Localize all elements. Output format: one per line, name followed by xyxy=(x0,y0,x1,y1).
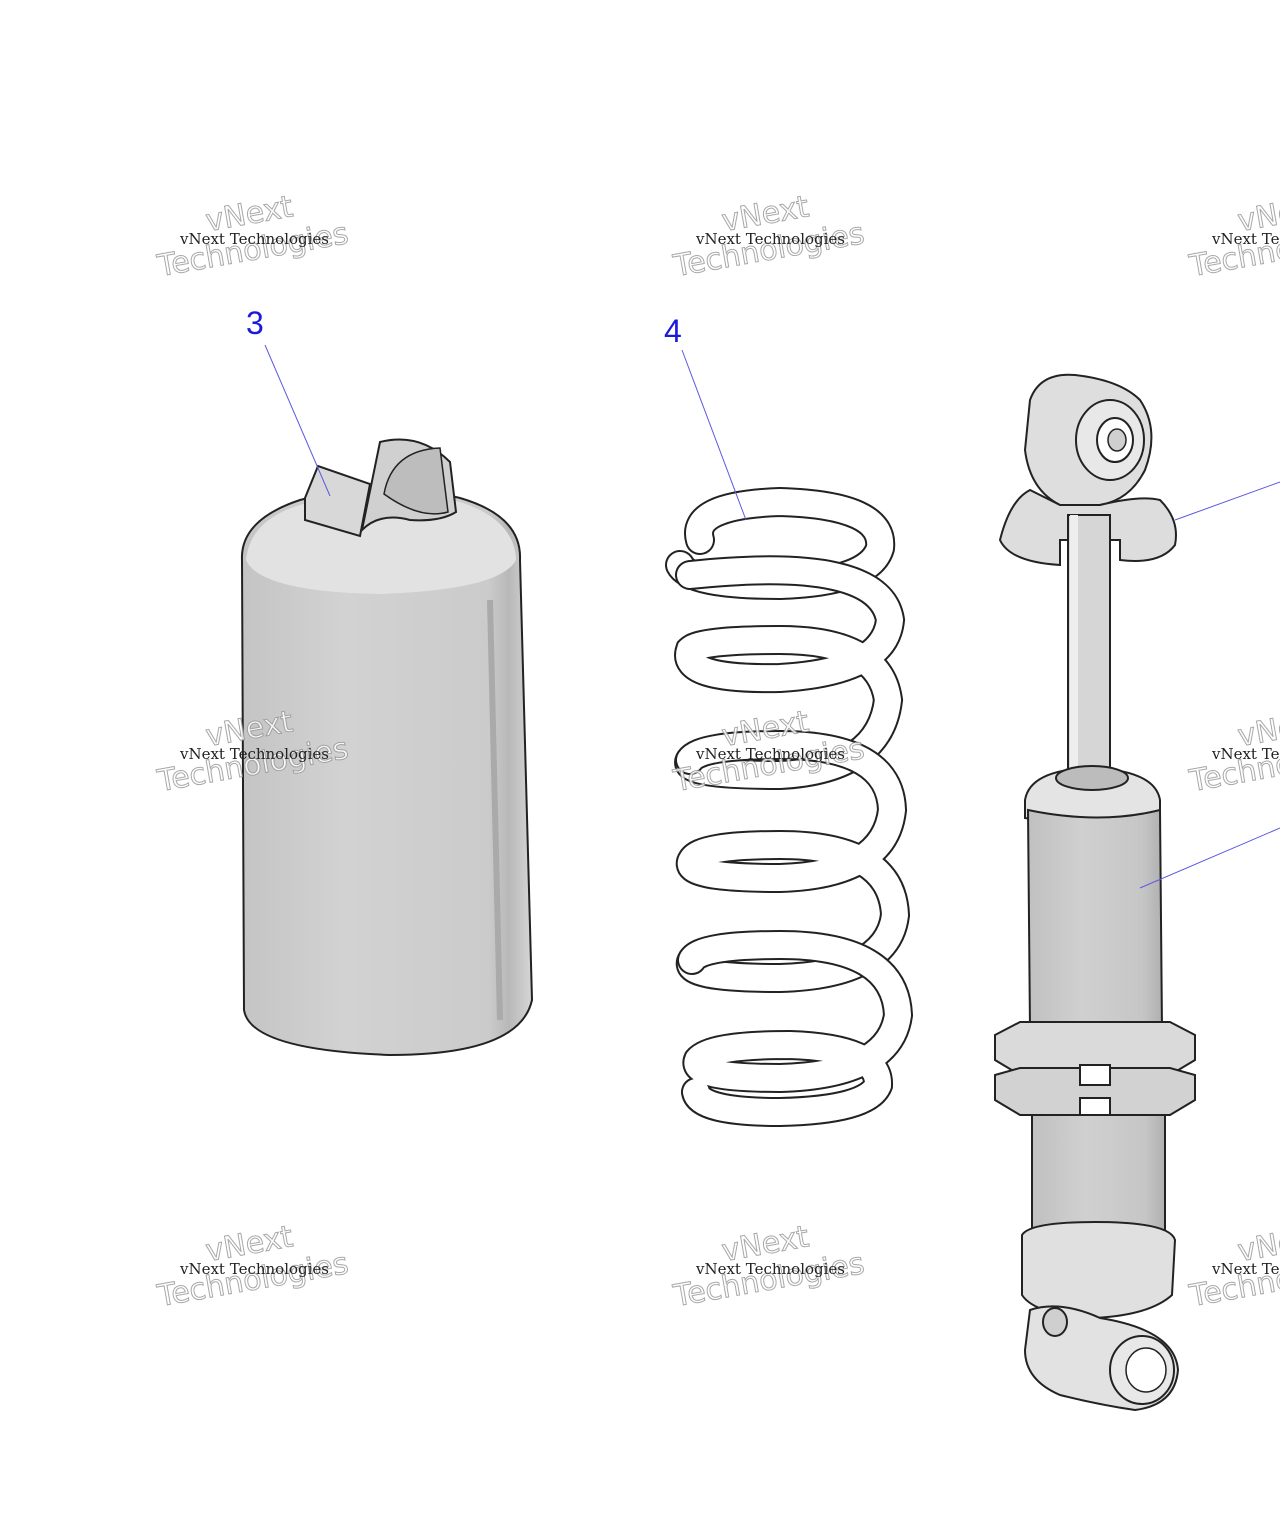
watermark-word-vnext: vNext xyxy=(1235,189,1280,239)
watermark-1: vNext Technologies vNext Technologies xyxy=(154,189,352,285)
callout-shock-body xyxy=(1139,827,1280,889)
part-4-coil-spring xyxy=(665,486,914,1128)
shock-absorber xyxy=(994,373,1196,1412)
leader-line-shock-body xyxy=(1139,827,1280,889)
callout-number-4: 4 xyxy=(664,313,682,349)
watermark-9: vNext Technologies vNext Technologies xyxy=(1186,1219,1280,1315)
watermark-3: vNext Technologies vNext Technologies xyxy=(1186,189,1280,285)
watermark-line: vNext Technologies xyxy=(1211,1260,1280,1278)
watermark-line: vNext Technologies xyxy=(1211,745,1280,763)
part-3-shock-boot xyxy=(240,438,534,1057)
watermark-word-vnext: vNext xyxy=(1235,1219,1280,1269)
callout-part-4: 4 xyxy=(664,313,747,521)
callout-part-3: 3 xyxy=(246,305,331,497)
watermark-line: vNext Technologies xyxy=(695,745,845,763)
watermark-line: vNext Technologies xyxy=(695,230,845,248)
watermark-6: vNext Technologies vNext Technologies xyxy=(1186,704,1280,800)
callout-number-3: 3 xyxy=(246,305,264,341)
callout-shock-upper xyxy=(1174,481,1280,521)
watermark-line: vNext Technologies xyxy=(179,230,329,248)
watermark-8: vNext Technologies vNext Technologies xyxy=(670,1219,868,1315)
watermark-2: vNext Technologies vNext Technologies xyxy=(670,189,868,285)
leader-line-3 xyxy=(264,344,331,497)
watermark-line: vNext Technologies xyxy=(695,1260,845,1278)
watermark-7: vNext Technologies vNext Technologies xyxy=(154,1219,352,1315)
watermark-line: vNext Technologies xyxy=(1211,230,1280,248)
watermark-line: vNext Technologies xyxy=(179,745,329,763)
leader-line-upper-seat xyxy=(1174,481,1280,521)
watermark-line: vNext Technologies xyxy=(179,1260,329,1278)
leader-line-4 xyxy=(681,349,747,521)
